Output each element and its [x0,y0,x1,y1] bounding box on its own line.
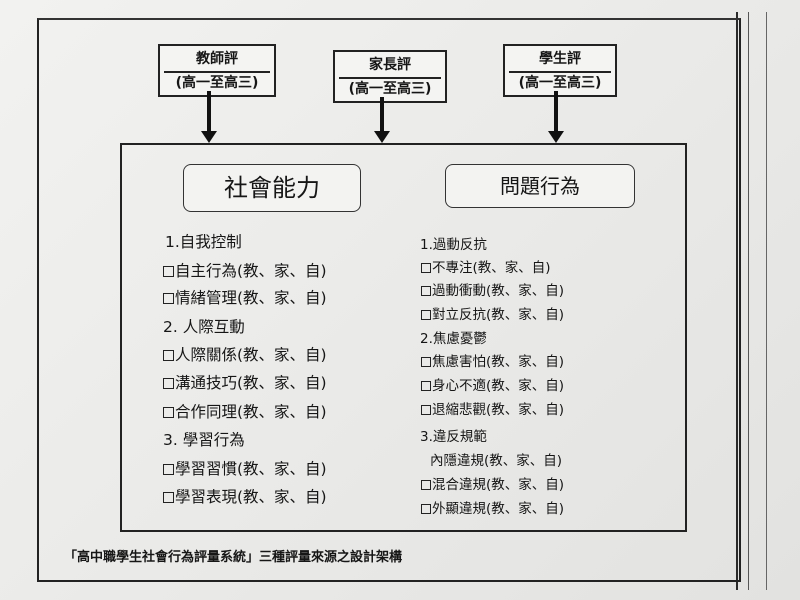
checklist-item-plain: 內隱違規(教、家、自) [430,453,563,469]
arrow-shaft [554,91,558,133]
checklist-item: 過動衝動(教、家、自) [421,279,564,299]
checklist-item: 學習習慣(教、家、自) [163,457,327,479]
source-range: (高一至高三) [164,71,270,92]
checkbox-icon [421,263,431,273]
checkbox-icon [163,378,174,389]
main-content-box [120,143,687,532]
checkbox-icon [163,293,174,304]
checklist-item: 合作同理(教、家、自) [163,400,327,422]
checkbox-icon [163,350,174,361]
checklist-item: 身心不適(教、家、自) [421,374,564,394]
group-heading: 3. 學習行為 [163,431,245,449]
source-box-student: 學生評 (高一至高三) [503,44,617,97]
checklist-item: 溝通技巧(教、家、自) [163,371,327,393]
checkbox-icon [163,464,174,475]
source-box-parent: 家長評 (高一至高三) [333,50,447,103]
checkbox-icon [421,381,431,391]
checkbox-icon [163,266,174,277]
source-range: (高一至高三) [339,77,441,98]
page-spine-line [766,12,767,590]
source-name: 學生評 [539,51,581,67]
checklist-item: 外顯違規(教、家、自) [421,497,564,517]
arrow-down-icon [548,131,564,143]
social-title: 社會能力 [183,164,361,212]
problem-title: 問題行為 [445,164,635,208]
figure-caption: 「高中職學生社會行為評量系統」三種評量來源之設計架構 [64,550,403,565]
group-heading: 3.違反規範 [420,429,487,445]
checkbox-icon [421,480,431,490]
checkbox-icon [421,357,431,367]
source-box-teacher: 教師評 (高一至高三) [158,44,276,97]
checklist-item: 對立反抗(教、家、自) [421,303,564,323]
page-spine-line [748,12,749,590]
checkbox-icon [163,492,174,503]
checkbox-icon [421,405,431,415]
figure-frame [37,18,741,582]
checklist-item: 人際關係(教、家、自) [163,343,327,365]
arrow-down-icon [374,131,390,143]
arrow-shaft [380,97,384,133]
checklist-item: 退縮悲觀(教、家、自) [421,398,564,418]
checklist-item: 學習表現(教、家、自) [163,485,327,507]
page-spine-line [736,12,738,590]
checkbox-icon [421,286,431,296]
arrow-shaft [207,91,211,133]
source-name: 教師評 [196,51,238,67]
source-range: (高一至高三) [509,71,611,92]
checklist-item: 不專注(教、家、自) [421,256,551,276]
source-name: 家長評 [369,57,411,73]
checkbox-icon [163,407,174,418]
group-heading: 1.過動反抗 [420,237,487,253]
group-heading: 1.自我控制 [165,233,242,251]
checklist-item: 自主行為(教、家、自) [163,259,327,281]
group-heading: 2. 人際互動 [163,318,245,336]
checklist-item: 混合違規(教、家、自) [421,473,564,493]
checkbox-icon [421,504,431,514]
checklist-item: 情緒管理(教、家、自) [163,286,327,308]
group-heading: 2.焦慮憂鬱 [420,331,487,347]
checkbox-icon [421,310,431,320]
checklist-item: 焦慮害怕(教、家、自) [421,350,564,370]
arrow-down-icon [201,131,217,143]
